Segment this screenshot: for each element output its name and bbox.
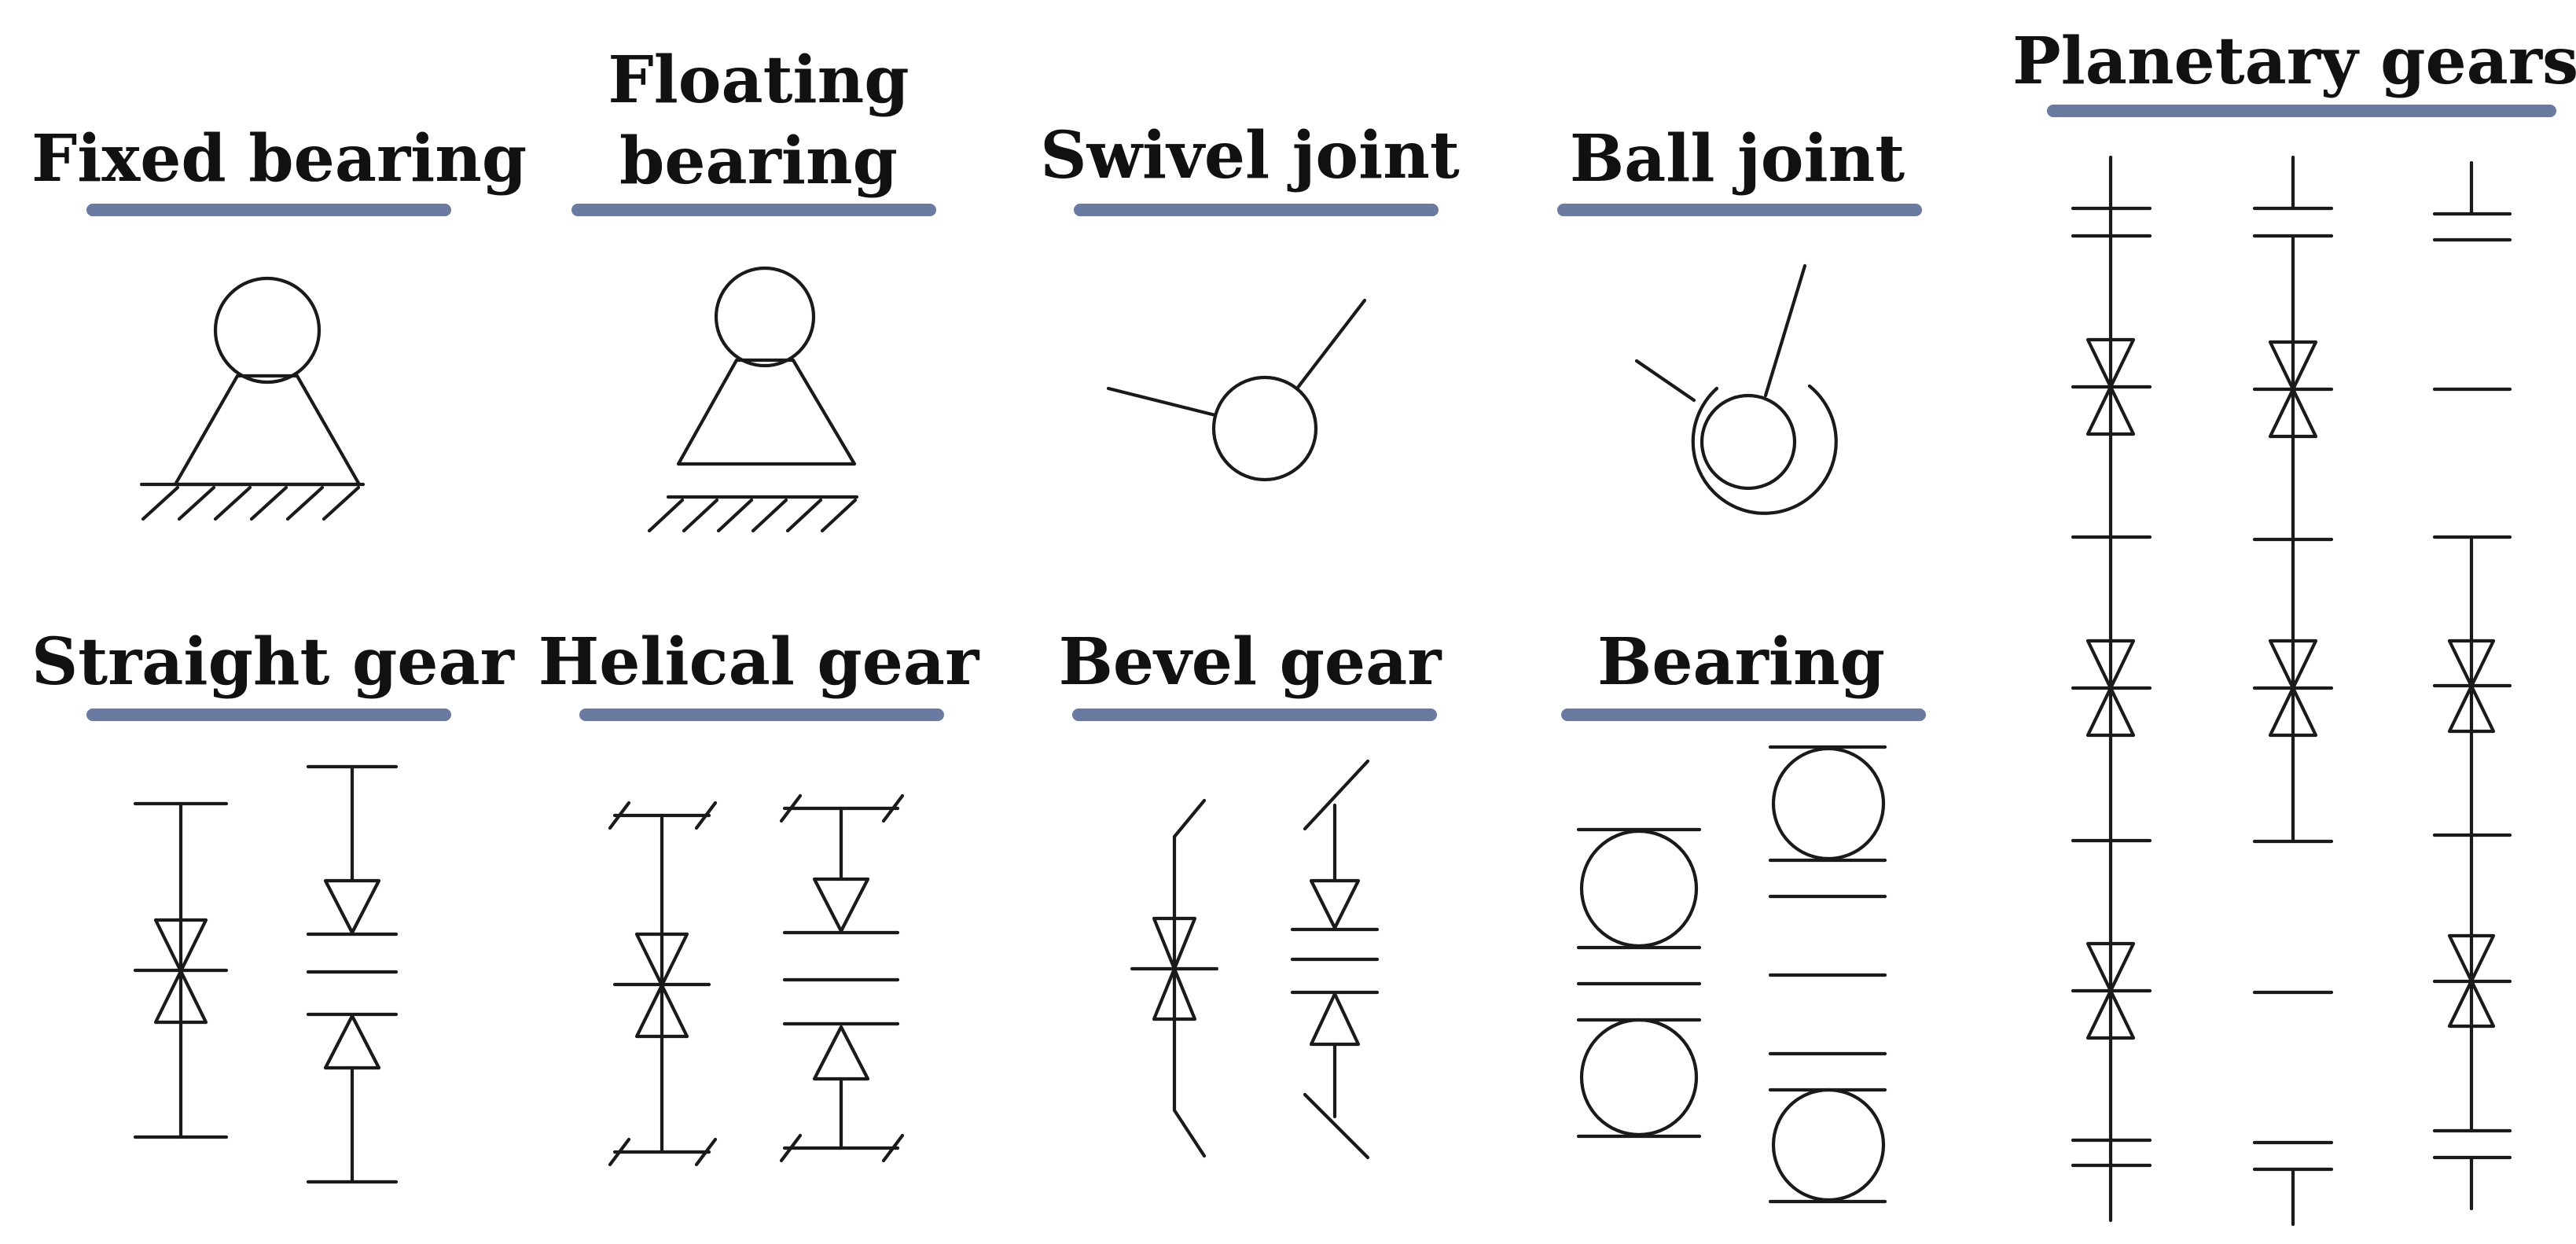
ball-joint-link bbox=[1634, 359, 1696, 403]
bearing-underline bbox=[1561, 708, 1926, 721]
helical-gear-hatch bbox=[779, 793, 803, 823]
bearing-ball bbox=[1579, 1018, 1699, 1137]
planetary-gear-mark bbox=[2447, 639, 2496, 734]
fixed-bearing-hatch bbox=[322, 485, 361, 521]
swivel-joint-link bbox=[1295, 298, 1367, 391]
floating-bearing-pin bbox=[714, 266, 816, 368]
bevel-gear-title: Bevel gear bbox=[1058, 624, 1442, 700]
bevel-gear-mark bbox=[1152, 916, 1197, 1021]
bearing-symbol bbox=[1576, 745, 1887, 1204]
planetary-gears-symbol bbox=[2071, 155, 2512, 1227]
ball-joint-link bbox=[1763, 263, 1807, 398]
fixed-bearing-hatch bbox=[285, 485, 325, 521]
helical-gear-mark bbox=[812, 877, 870, 933]
bevel-gear-end bbox=[1172, 1108, 1207, 1158]
planetary-gear-mark bbox=[2447, 933, 2496, 1029]
planetary-gear-mark bbox=[2085, 639, 2136, 738]
fixed-bearing-pin bbox=[213, 276, 322, 385]
bevel-gear-end bbox=[1303, 1092, 1370, 1160]
helical-gear-hatch bbox=[608, 1137, 631, 1167]
bevel-gear-mark bbox=[1309, 992, 1361, 1047]
floating-bearing-hatch bbox=[682, 498, 719, 533]
helical-gear-mark bbox=[634, 932, 689, 1039]
fixed-bearing-support bbox=[173, 374, 362, 487]
planetary-gear-mark bbox=[2268, 340, 2318, 439]
floating-bearing-hatch bbox=[647, 498, 685, 533]
swivel-joint-symbol bbox=[1106, 298, 1367, 482]
straight-gear-underline bbox=[86, 708, 451, 721]
straight-gear-title: Straight gear bbox=[31, 624, 514, 700]
fixed-bearing-hatch bbox=[213, 485, 252, 521]
ball-joint-symbol bbox=[1634, 263, 1838, 515]
straight-gear-mark bbox=[323, 878, 381, 935]
fixed-bearing-hatch bbox=[177, 485, 216, 521]
floating-bearing-title-line2: bearing bbox=[619, 123, 898, 199]
planetary-gear-mark bbox=[2085, 941, 2136, 1040]
bearing-ball bbox=[1771, 746, 1886, 861]
swivel-joint-pin bbox=[1211, 375, 1318, 482]
planetary-gear-mark bbox=[2085, 337, 2136, 436]
floating-bearing-hatch bbox=[820, 498, 858, 533]
ball-joint-ball bbox=[1700, 393, 1797, 491]
helical-gear-hatch bbox=[881, 793, 905, 823]
bevel-gear-symbol bbox=[1130, 759, 1380, 1160]
bearing-ball bbox=[1579, 829, 1699, 948]
floating-bearing-hatch bbox=[785, 498, 823, 533]
helical-gear-hatch bbox=[694, 1137, 718, 1167]
ball-joint-socket bbox=[1691, 384, 1838, 515]
straight-gear-symbol bbox=[133, 764, 399, 1184]
floating-bearing-title-line1: Floating bbox=[608, 42, 910, 118]
floating-bearing-underline bbox=[571, 204, 936, 216]
bearing-title: Bearing bbox=[1597, 624, 1885, 700]
helical-gear-hatch bbox=[779, 1133, 803, 1163]
floating-bearing-support bbox=[676, 358, 857, 466]
floating-bearing-hatch bbox=[716, 498, 754, 533]
ball-joint-underline bbox=[1557, 204, 1922, 216]
straight-gear-mark bbox=[153, 918, 208, 1025]
planetary-gear-mark bbox=[2268, 639, 2318, 738]
swivel-joint-title: Swivel joint bbox=[1040, 118, 1460, 193]
fixed-bearing-title: Fixed bearing bbox=[31, 121, 527, 197]
bevel-gear-underline bbox=[1072, 708, 1437, 721]
fixed-bearing-hatch bbox=[141, 485, 180, 521]
helical-gear-title: Helical gear bbox=[538, 624, 979, 700]
helical-gear-hatch bbox=[694, 801, 718, 830]
helical-gear-mark bbox=[812, 1025, 870, 1081]
helical-gear-hatch bbox=[881, 1133, 905, 1163]
bevel-gear-end bbox=[1303, 759, 1370, 831]
floating-bearing-hatch bbox=[751, 498, 788, 533]
helical-gear-symbol bbox=[608, 793, 905, 1167]
bearing-ball bbox=[1771, 1088, 1886, 1202]
planetary-gears-title: Planetary gears bbox=[2012, 24, 2576, 99]
swivel-joint-underline bbox=[1074, 204, 1439, 216]
swivel-joint-link bbox=[1106, 386, 1218, 418]
helical-gear-underline bbox=[579, 708, 944, 721]
ball-joint-title: Ball joint bbox=[1569, 121, 1905, 197]
bevel-gear-end bbox=[1172, 798, 1207, 839]
planetary-gears-underline bbox=[2047, 105, 2556, 117]
helical-gear-hatch bbox=[608, 801, 631, 830]
bevel-gear-mark bbox=[1309, 878, 1361, 930]
floating-bearing-symbol bbox=[647, 266, 859, 533]
fixed-bearing-underline bbox=[86, 204, 451, 216]
straight-gear-mark bbox=[323, 1014, 381, 1070]
fixed-bearing-symbol bbox=[139, 276, 366, 521]
fixed-bearing-hatch bbox=[249, 485, 288, 521]
